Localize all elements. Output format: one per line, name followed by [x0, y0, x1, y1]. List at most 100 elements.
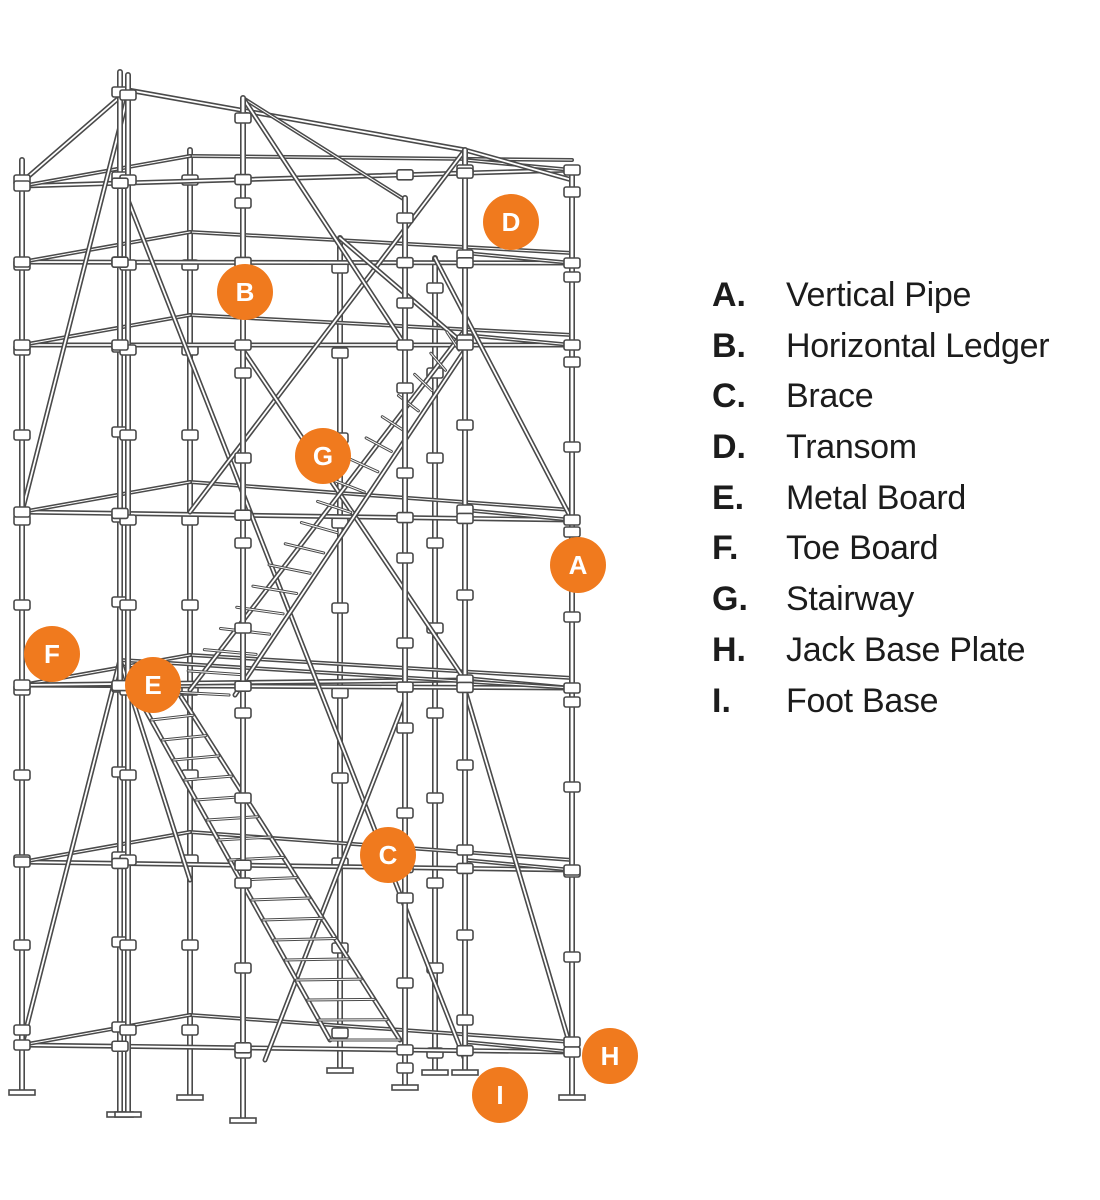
pipe-fill: [21, 481, 191, 513]
marker-f-letter: F: [44, 639, 60, 669]
marker-d-circle: [483, 194, 539, 250]
pipe-fill: [127, 199, 466, 1061]
coupler: [234, 367, 252, 379]
coupler: [234, 197, 252, 209]
coupler: [396, 1062, 414, 1074]
marker-d-letter: D: [502, 207, 521, 237]
coupler: [111, 857, 129, 870]
marker-h: H: [582, 1028, 638, 1084]
coupler: [563, 696, 581, 708]
marker-c-circle: [360, 827, 416, 883]
legend-item-h: H.Jack Base Plate: [712, 631, 1049, 682]
coupler: [396, 552, 414, 564]
coupler: [456, 759, 474, 771]
coupler: [234, 680, 252, 693]
pipe-fill: [21, 831, 191, 863]
legend-item-i: I.Foot Base: [712, 682, 1049, 733]
marker-a: A: [550, 537, 606, 593]
marker-d: D: [483, 194, 539, 250]
pipe-fill: [251, 897, 310, 901]
coupler: [181, 1024, 199, 1036]
pipe-fill: [189, 1014, 573, 1043]
marker-i-circle: [472, 1067, 528, 1123]
coupler: [563, 164, 581, 176]
pipe-fill: [284, 543, 325, 554]
base-plate: [176, 1094, 204, 1101]
coupler: [563, 1036, 581, 1048]
coupler: [426, 282, 444, 294]
coupler: [119, 1024, 137, 1036]
coupler: [563, 526, 581, 538]
pipe-fill: [119, 659, 573, 689]
pipe-fill: [349, 458, 379, 473]
coupler: [234, 792, 252, 804]
marker-c: C: [360, 827, 416, 883]
coupler: [456, 257, 474, 269]
pipe-fill: [187, 670, 244, 676]
coupler: [13, 429, 31, 441]
legend-name: Stairway: [786, 580, 914, 619]
base-plate: [114, 1111, 142, 1118]
pipe-fill: [171, 691, 230, 696]
coupler: [331, 347, 349, 359]
base-plate: [558, 1094, 586, 1101]
base-plate: [8, 1089, 36, 1096]
legend-letter: I.: [712, 681, 731, 720]
pipe-fill: [21, 94, 129, 513]
pipe-fill: [365, 437, 392, 452]
coupler: [13, 856, 31, 868]
pipe-fill: [434, 257, 573, 521]
marker-c-letter: C: [379, 840, 398, 870]
coupler: [456, 1044, 474, 1057]
legend-item-a: A.Vertical Pipe: [712, 276, 1049, 327]
component-legend: A.Vertical Pipe B.Horizontal Ledger C.Br…: [712, 276, 1050, 733]
scaffold-diagram: A B C D E F G H: [8, 69, 638, 1124]
pipe-fill: [189, 654, 573, 679]
marker-f: F: [24, 626, 80, 682]
coupler: [396, 1044, 414, 1056]
coupler: [13, 256, 31, 268]
legend-item-d: D. Transom: [712, 428, 1049, 479]
pipe-fill: [179, 694, 401, 1041]
marker-g-letter: G: [313, 441, 333, 471]
coupler: [111, 256, 129, 268]
base-plate: [451, 1069, 479, 1076]
pipe-fill: [333, 479, 365, 493]
component-markers: A B C D E F G H: [24, 194, 638, 1123]
marker-e: E: [125, 657, 181, 713]
pipe-fill: [295, 978, 362, 981]
legend-name: Transom: [786, 428, 917, 467]
coupler: [563, 441, 581, 453]
pipe-fill: [464, 1041, 573, 1053]
coupler: [331, 602, 349, 614]
coupler: [396, 382, 414, 394]
coupler: [234, 509, 252, 522]
coupler: [563, 1046, 581, 1058]
coupler: [456, 844, 474, 856]
pipe-fill: [21, 231, 191, 263]
coupler: [119, 89, 137, 101]
pipe-fill: [189, 149, 466, 513]
coupler: [563, 781, 581, 793]
coupler: [13, 939, 31, 951]
coupler: [456, 339, 474, 351]
coupler: [234, 1042, 252, 1054]
legend-letter: G.: [712, 580, 748, 619]
coupler: [13, 180, 31, 192]
marker-g-circle: [295, 428, 351, 484]
coupler: [234, 622, 252, 634]
legend-item-g: G. Stairway: [712, 580, 1049, 631]
pipe-fill: [242, 97, 406, 346]
legend-letter: D.: [712, 428, 746, 467]
base-plate: [421, 1069, 449, 1076]
coupler: [119, 939, 137, 951]
legend-item-c: C.Brace: [712, 377, 1049, 428]
coupler: [181, 429, 199, 441]
pipe-fill: [127, 89, 466, 151]
coupler: [119, 599, 137, 611]
coupler: [426, 707, 444, 719]
coupler: [331, 1027, 349, 1039]
coupler: [13, 1039, 31, 1051]
pipe-fill: [464, 252, 573, 264]
marker-e-circle: [125, 657, 181, 713]
